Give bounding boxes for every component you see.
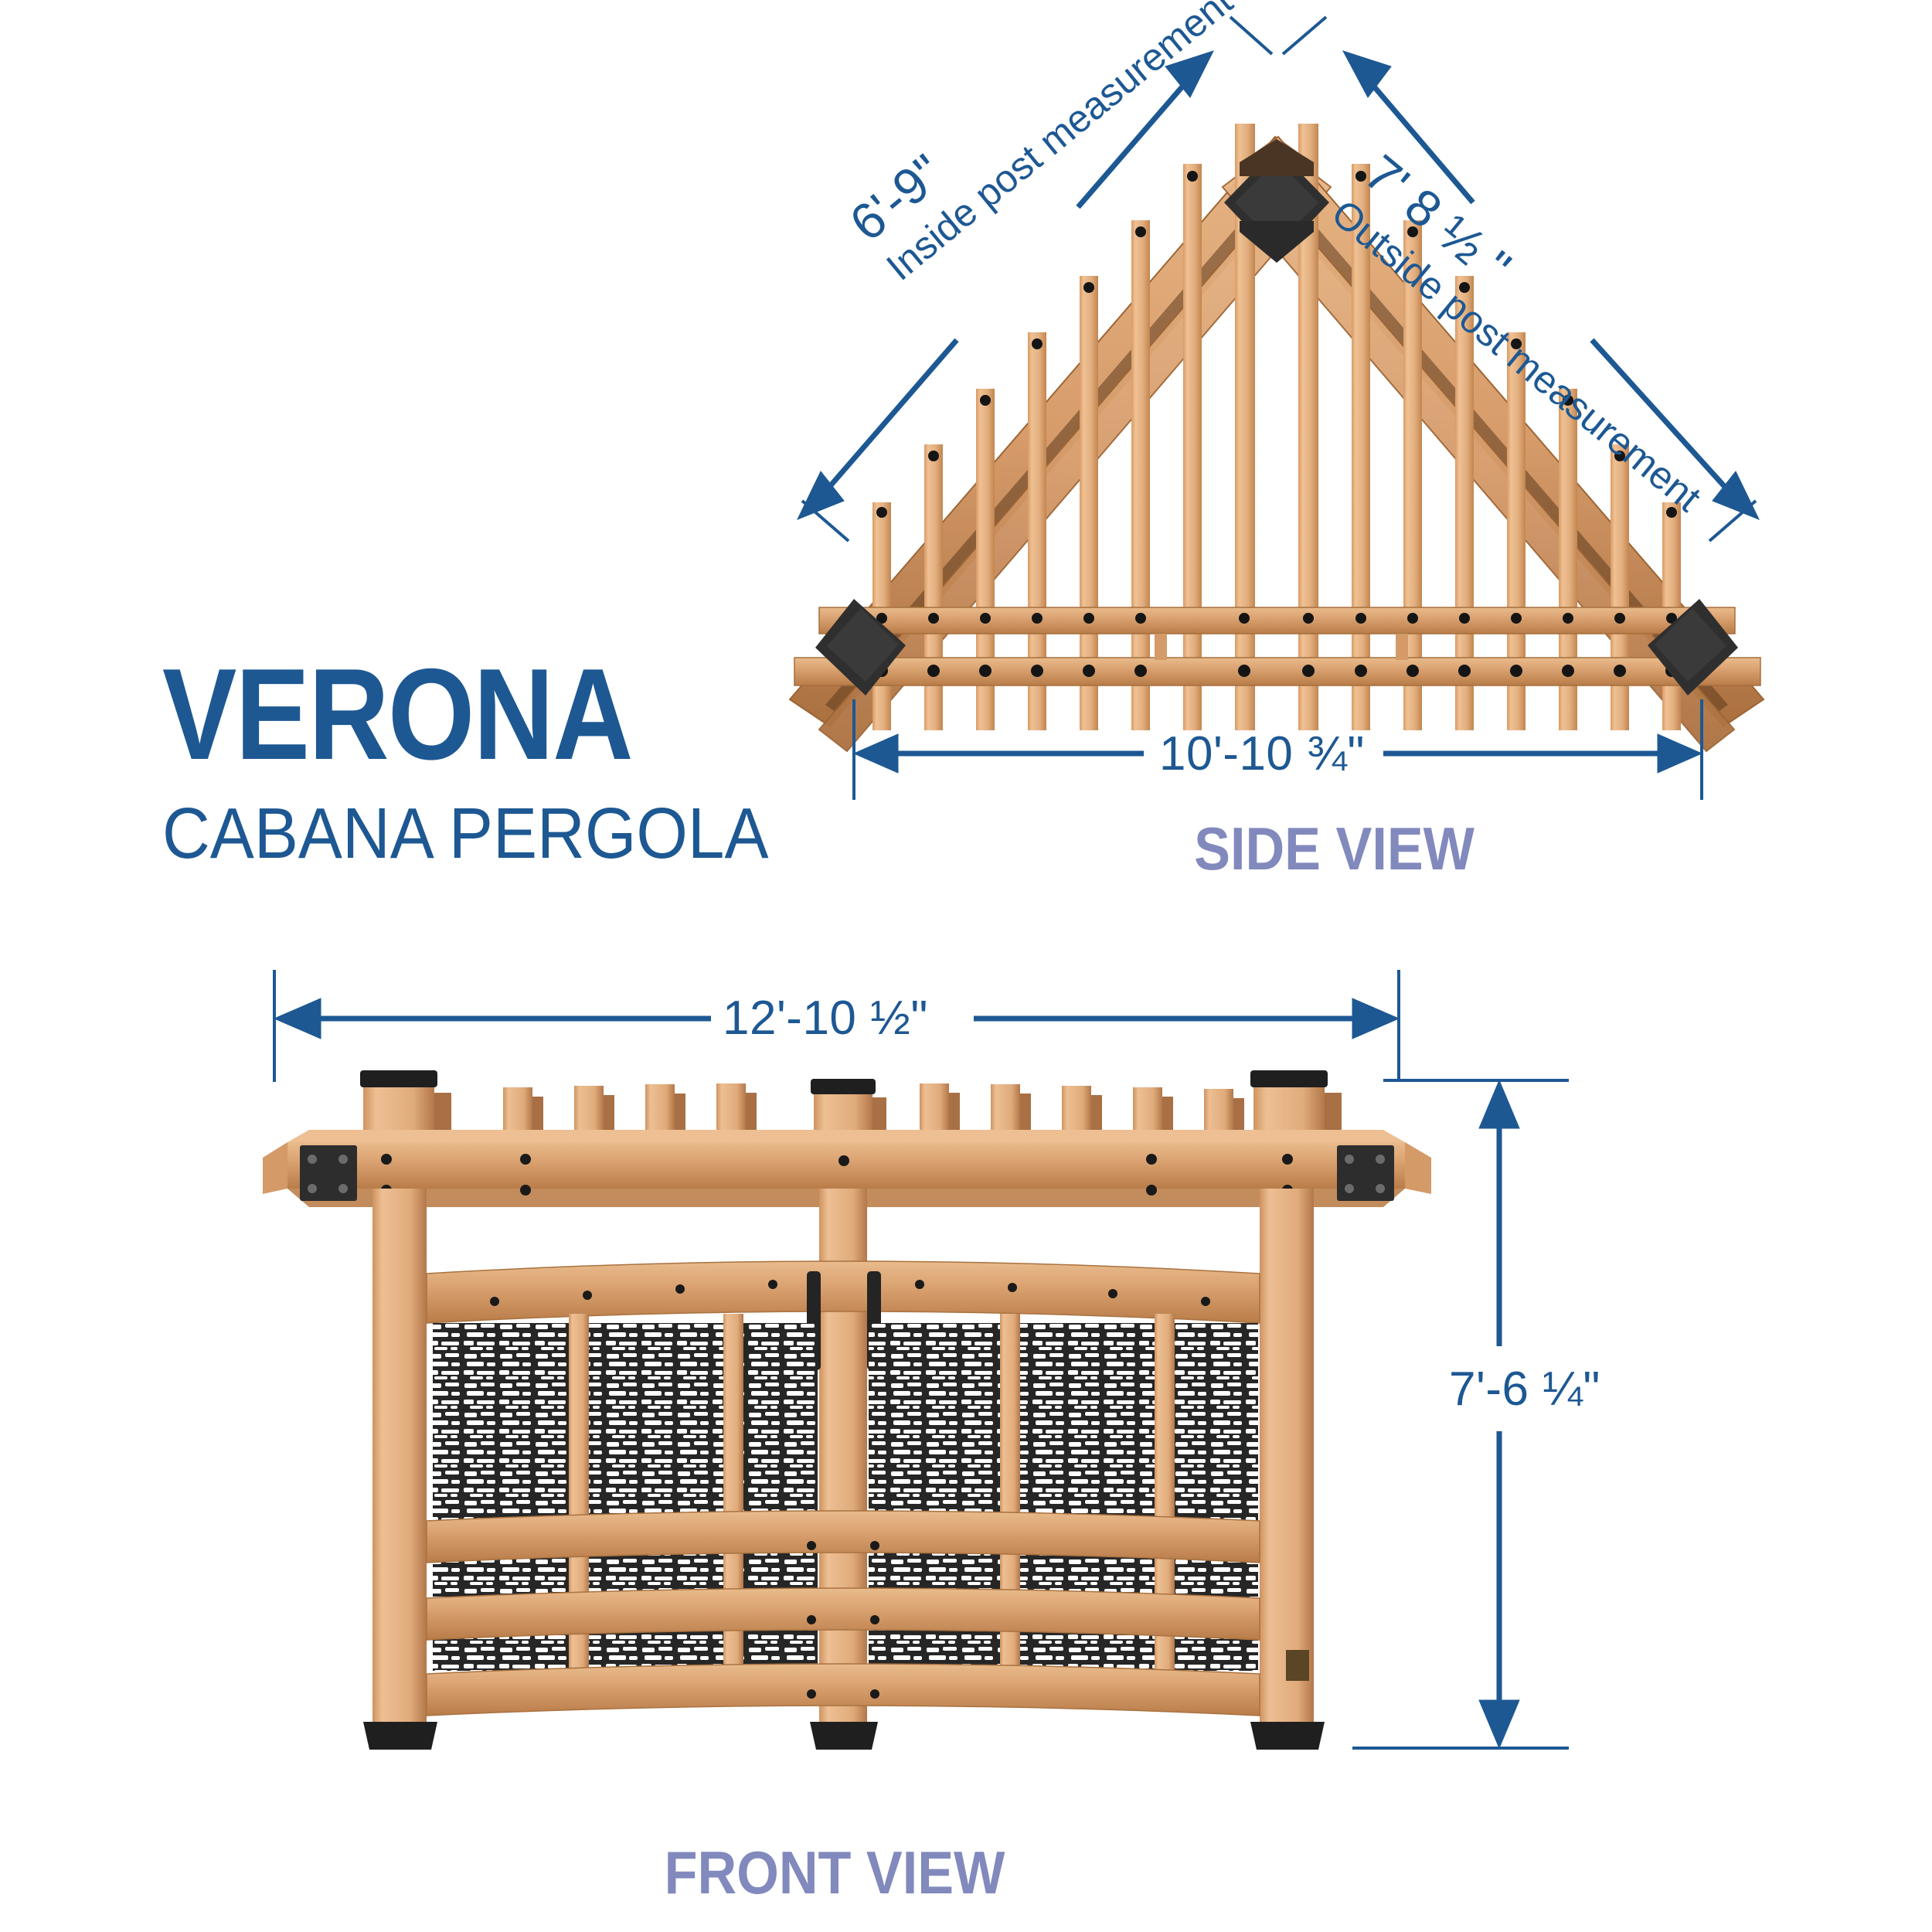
page-subtitle: CABANA PERGOLA [162,793,769,873]
product-badge [1286,1650,1309,1681]
dimension-value-front-width: 12'-10 ½" [723,992,928,1045]
side-view-caption: SIDE VIEW [1194,815,1475,883]
brand-block: VERONA CABANA PERGOLA [162,649,781,869]
front-lower-rails [426,1510,1260,1716]
side-left-eave-bracket [815,599,906,696]
page-title: VERONA [162,641,634,787]
front-view-caption: FRONT VIEW [664,1838,1005,1906]
front-view-illustration [263,1070,1431,1750]
dimension-value-side-width: 10'-10 ¾" [1159,727,1365,781]
dimension-value-front-height: 7'-6 ¼" [1449,1362,1600,1416]
side-horizontal-beams [794,607,1761,686]
front-header-beam [426,1260,1260,1324]
front-post-bases [363,1722,1325,1750]
side-peak-bracket [1224,139,1329,263]
front-posts [363,1189,1325,1750]
dimension-lines [273,15,1760,1750]
side-right-eave-bracket [1648,599,1738,696]
